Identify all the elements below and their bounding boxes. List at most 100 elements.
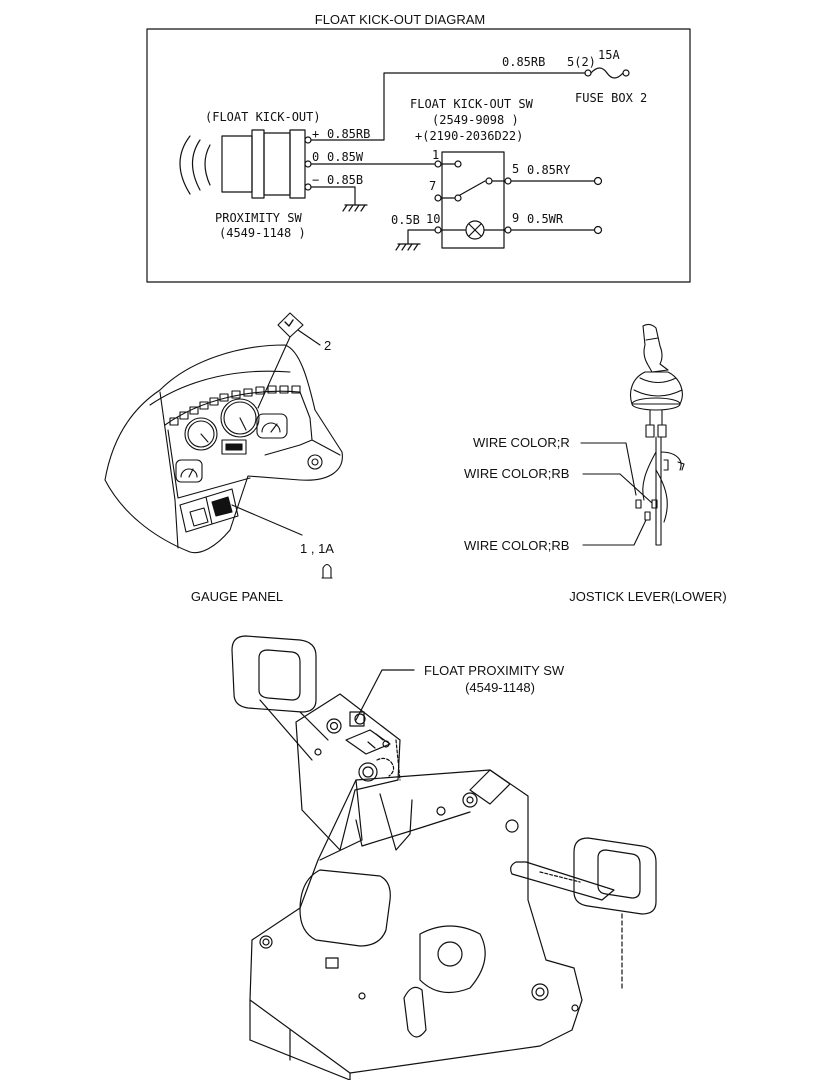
gauge-dial-lower [175,459,203,483]
proximity-sensor-connector [289,129,306,199]
joystick-illustration: WIRE COLOR;R WIRE COLOR;RB WIRE COLOR;RB… [464,323,727,604]
gauge-dial-left [184,417,218,451]
proximity-pin-zero: 0 [312,150,319,164]
float-kickout-diagram: FLOAT KICK-OUT DIAGRAM 0.85RB 5(2) 15A F… [146,12,691,283]
proximity-wire-rb: 0.85RB [327,127,370,141]
proximity-pin-minus: − [312,173,319,187]
part-2-icon [257,312,321,409]
kickout-pin-1: 1 [432,148,439,162]
ground-symbol-kickout [395,243,421,251]
gauge-dial-center [220,398,260,438]
proximity-terminal-minus [304,183,312,191]
kickout-pin-10: 10 [426,212,440,226]
kickout-terminal-9 [504,226,512,234]
fuse-circuit: 0.85RB 5(2) 15A FUSE BOX 2 [383,48,647,129]
proximity-pin-plus: + [312,127,319,141]
proximity-part-number: (4549-1148 ) [219,226,306,240]
pedal-main-body [249,769,583,1080]
wire-color-rb-leader-2 [582,519,647,546]
lcd-display [221,439,247,455]
wire-label-085ry: 0.85RY [527,163,571,177]
proximity-top-label: (FLOAT KICK-OUT) [205,110,321,124]
gauge-panel-illustration: 2 1 , 1A GAUGE PANEL [104,312,343,604]
proximity-wire-w: 0.85W [327,150,364,164]
proximity-switch: (FLOAT KICK-OUT) + 0 − 0.85RB 0.85W 0.85… [179,110,435,240]
joystick-harness [635,451,685,523]
fuse-terminal-left [584,69,592,77]
kickout-terminal-10 [434,226,442,234]
kickout-contact-1 [454,160,462,168]
sense-wave-2 [191,139,201,191]
pedal-assembly-illustration: FLOAT PROXIMITY SW (4549-1148) [231,635,657,1080]
warning-lamp-strip [169,385,301,426]
fuse-terminal-right [622,69,630,77]
proximity-switch-bracket [345,711,401,782]
kickout-switch-body [441,151,505,249]
callout-1: 1 , 1A [300,541,334,556]
fuse-rating-label: 15A [598,48,620,62]
kickout-part1: (2549-9098 ) [432,113,519,127]
kickout-contact-7 [454,194,462,202]
joystick-caption: JOSTICK LEVER(LOWER) [569,589,726,604]
proximity-sw-leader [355,669,415,721]
callout-1-leader [231,504,303,536]
proximity-sensor-body [263,132,291,196]
sense-wave-3 [204,144,211,186]
left-arm-plate [295,693,401,851]
float-proximity-sw-label: FLOAT PROXIMITY SW [424,663,565,678]
kickout-pin-7: 7 [429,179,436,193]
gauge-face-lower [264,439,341,456]
ground-symbol-proximity [342,204,368,212]
wire-end-085ry [593,176,603,186]
fuse-pin-label: 5(2) [567,55,596,69]
joystick-boot [629,371,683,411]
kickout-contact-5 [485,177,493,185]
proximity-terminal-plus [304,136,312,144]
gauge-dial-right [256,413,288,439]
gauge-housing-outline [104,344,343,554]
wire-label-05wr: 0.5WR [527,212,564,226]
joystick-handle [642,323,669,373]
diagram-title: FLOAT KICK-OUT DIAGRAM [315,12,485,27]
joystick-shaft [645,409,667,546]
kickout-terminal-7 [434,194,442,202]
wire-color-r-label: WIRE COLOR;R [473,435,570,450]
wire-label-05b: 0.5B [391,213,420,227]
gauge-housing-rim [149,370,291,406]
kickout-pin-9: 9 [512,211,519,225]
fuse-wire-label: 0.85RB [502,55,545,69]
proximity-wire-b: 0.85B [327,173,363,187]
proximity-name: PROXIMITY SW [215,211,302,225]
kickout-part2: +(2190-2036D22) [415,129,523,143]
key-switch [307,454,323,470]
wire-color-rb-label-2: WIRE COLOR;RB [464,538,569,553]
left-pedal-pad [231,635,329,761]
wire-end-05wr [593,225,603,235]
lcd-screen [225,443,243,451]
gauge-face-left [167,429,251,499]
bulb-icon [321,563,333,579]
gauge-housing-edge [159,391,179,549]
wire-color-rb-leader-1 [582,473,653,504]
proximity-sensor-nut [251,129,265,199]
sense-wave-1 [179,135,191,195]
right-pedal-pad [510,837,657,991]
proximity-sensor-head [221,135,253,193]
kickout-switch: FLOAT KICK-OUT SW (2549-9098 ) +(2190-20… [391,97,603,251]
wire-color-r-leader [580,442,637,496]
float-proximity-sw-part: (4549-1148) [465,680,535,695]
diagram-frame [146,28,691,283]
proximity-terminal-zero [304,160,312,168]
kickout-name: FLOAT KICK-OUT SW [410,97,534,111]
wire-color-rb-label-1: WIRE COLOR;RB [464,466,569,481]
fuse-symbol [590,67,624,79]
float-switch-block [179,488,239,533]
kickout-switch-lever [459,180,486,196]
kickout-pin-5: 5 [512,162,519,176]
kickout-terminal-1 [434,160,442,168]
gauge-panel-caption: GAUGE PANEL [191,589,283,604]
fuse-box-label: FUSE BOX 2 [575,91,647,105]
callout-2: 2 [324,338,331,353]
kickout-terminal-5 [504,177,512,185]
